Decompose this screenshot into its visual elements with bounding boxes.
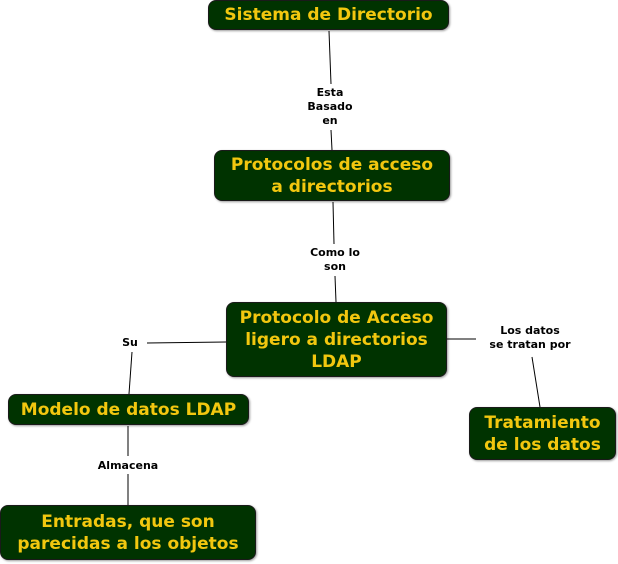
node-label: Sistema de Directorio [224,5,433,25]
node-label: Tratamiento de los datos [484,412,601,455]
node-modelo-datos-ldap[interactable]: Modelo de datos LDAP [8,394,249,425]
node-sistema-de-directorio[interactable]: Sistema de Directorio [208,0,449,30]
node-label: Modelo de datos LDAP [20,399,237,420]
node-label: Protocolos de acceso a directorios [230,154,434,197]
node-label: Protocolo de Acceso ligero a directorios… [239,307,434,372]
node-ldap[interactable]: Protocolo de Acceso ligero a directorios… [226,302,447,377]
node-protocolos-acceso[interactable]: Protocolos de acceso a directorios [214,150,450,201]
line-estabasado-protocolos [330,129,333,151]
link-label-como-lo-son: Como lo son [300,246,370,274]
link-label-esta-basado-en: Esta Basado en [300,86,360,128]
line-como-ldap [334,275,337,303]
link-label-los-datos-se-tratan-por: Los datos se tratan por [476,324,584,352]
node-label: Entradas, que son parecidas a los objeto… [17,511,239,554]
link-label-su: Su [117,336,143,350]
line-sistema-estabasado [328,30,332,85]
node-tratamiento-datos[interactable]: Tratamiento de los datos [469,407,616,460]
line-protocolos-como [332,201,335,245]
line-su-modelo [128,351,133,395]
link-label-almacena: Almacena [88,459,168,473]
line-losdatos-tratamiento [531,356,541,408]
line-ldap-su [146,341,227,344]
node-entradas[interactable]: Entradas, que son parecidas a los objeto… [0,505,256,560]
